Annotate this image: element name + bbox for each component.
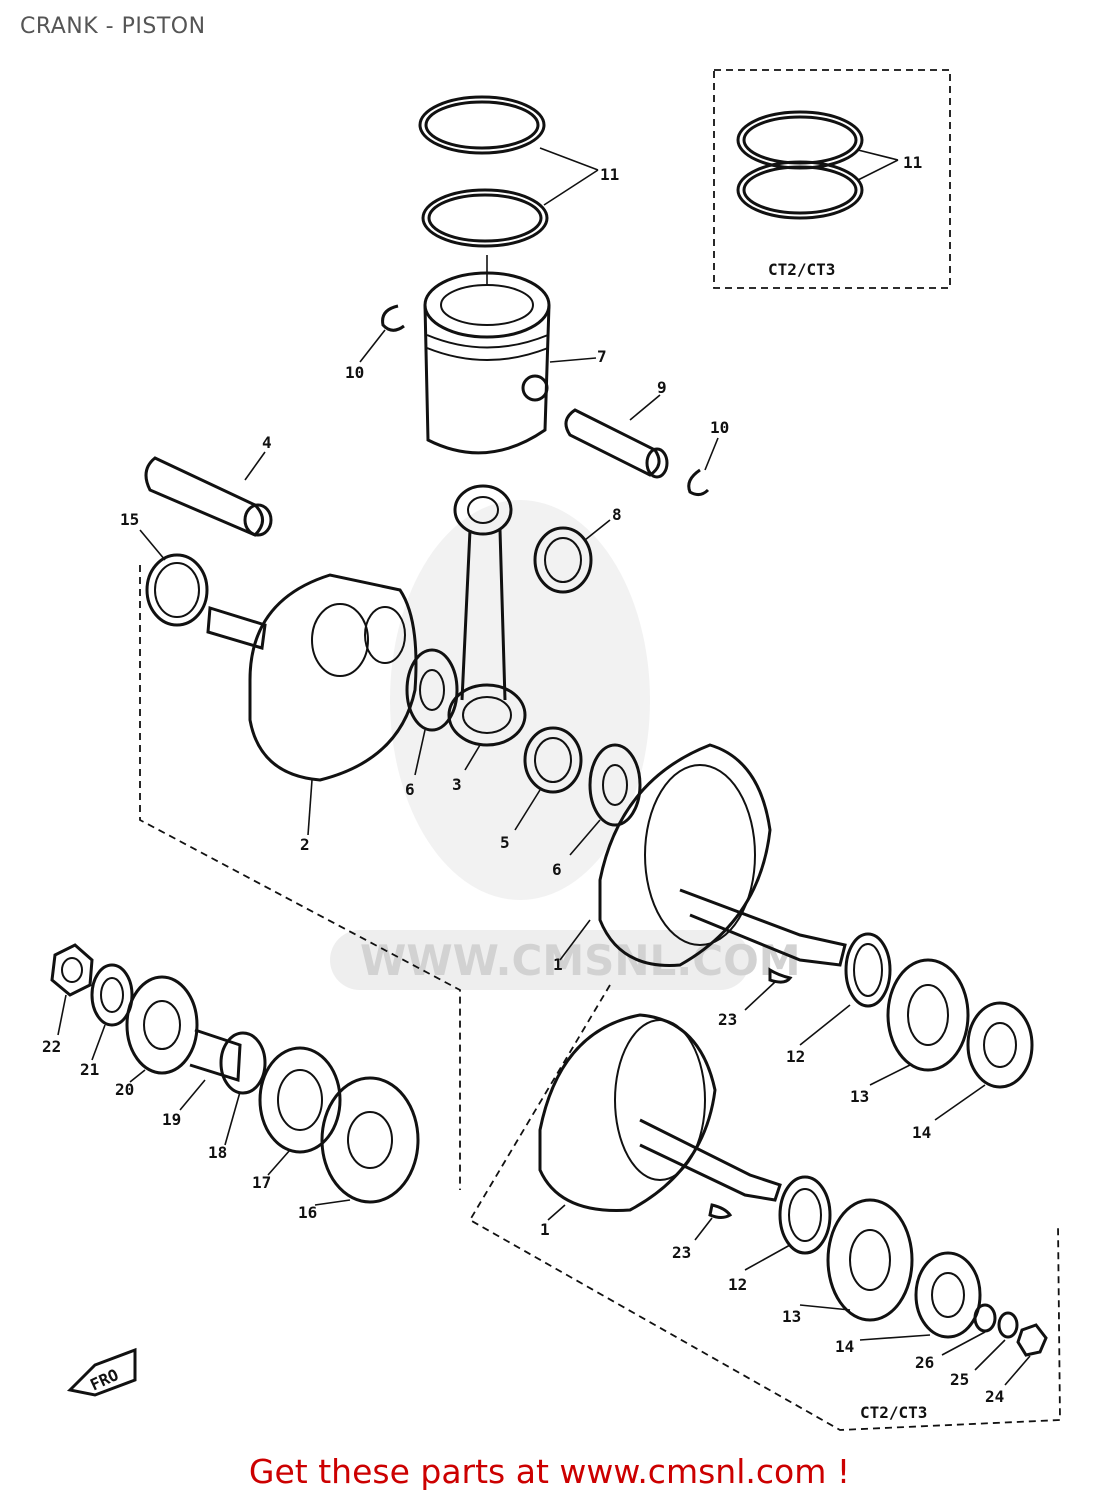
callout-2: 2 (300, 835, 310, 854)
footer-promo: Get these parts at www.cmsnl.com ! (0, 1452, 1099, 1491)
callout-23: 23 (672, 1243, 691, 1262)
callout-8: 8 (612, 505, 622, 524)
callout-24: 24 (985, 1387, 1004, 1406)
connecting-rod (447, 484, 527, 771)
rings-variant-box (713, 69, 951, 289)
callout-22: 22 (42, 1037, 61, 1056)
callout-9: 9 (657, 378, 667, 397)
callout-4: 4 (262, 433, 272, 452)
piston-rings (418, 95, 899, 248)
rings-variant-label: CT2/CT3 (768, 260, 835, 279)
crank-half-right (559, 743, 847, 967)
crank-group-bracket (139, 565, 461, 1190)
callout-15: 15 (120, 510, 139, 529)
callout-labels: 11 11 7 10 10 9 4 15 8 6 3 2 5 6 1 23 12… (42, 153, 1004, 1406)
callout-5: 5 (500, 833, 510, 852)
crank-pin (144, 451, 273, 537)
crank-variant-label: CT2/CT3 (860, 1403, 927, 1422)
callout-1: 1 (540, 1220, 550, 1239)
callout-20: 20 (115, 1080, 134, 1099)
callout-11: 11 (600, 165, 619, 184)
callout-13: 13 (782, 1307, 801, 1326)
callout-23: 23 (718, 1010, 737, 1029)
piston-pin (564, 394, 669, 479)
callout-1: 1 (553, 955, 563, 974)
callout-26: 26 (915, 1353, 934, 1372)
crank-variant-box (468, 984, 1061, 1431)
callout-14: 14 (835, 1337, 854, 1356)
page-title: CRANK - PISTON (20, 14, 206, 39)
shim (139, 529, 209, 627)
circlips (359, 304, 719, 497)
callout-10: 10 (710, 418, 729, 437)
callout-25: 25 (950, 1370, 969, 1389)
callout-12: 12 (786, 1047, 805, 1066)
callout-13: 13 (850, 1087, 869, 1106)
variant-crank (538, 1013, 1048, 1386)
callout-14: 14 (912, 1123, 931, 1142)
callout-6: 6 (405, 780, 415, 799)
callout-16: 16 (298, 1203, 317, 1222)
callout-19: 19 (162, 1110, 181, 1129)
callout-3: 3 (452, 775, 462, 794)
right-shaft-parts (744, 932, 1034, 1121)
callout-18: 18 (208, 1143, 227, 1162)
callout-7: 7 (597, 347, 607, 366)
callout-10: 10 (345, 363, 364, 382)
callout-12: 12 (728, 1275, 747, 1294)
thrust-washers (405, 648, 642, 856)
front-direction-marker: FRO (66, 1347, 137, 1397)
left-shaft-parts (50, 943, 420, 1206)
callout-21: 21 (80, 1060, 99, 1079)
callout-11: 11 (903, 153, 922, 172)
needle-bearings (514, 519, 611, 831)
crank-half-left (206, 573, 418, 836)
piston (423, 255, 597, 455)
callout-17: 17 (252, 1173, 271, 1192)
watermark-text: WWW.CMSNL.COM (360, 936, 801, 985)
callout-6: 6 (552, 860, 562, 879)
footer-link[interactable]: Get these parts at www.cmsnl.com ! (248, 1452, 851, 1491)
